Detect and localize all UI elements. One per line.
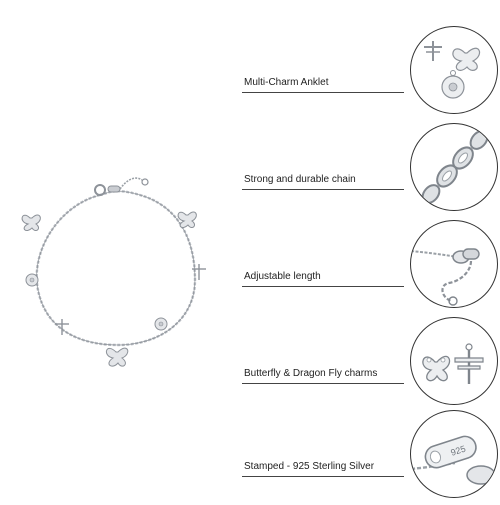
feature-label: Butterfly & Dragon Fly charms	[244, 368, 378, 379]
feature-label: Strong and durable chain	[244, 174, 356, 185]
product-image-anklet	[0, 0, 240, 500]
charm-butterfly-bottom	[105, 347, 129, 367]
charm-dragonfly-bottom-left	[55, 319, 69, 335]
stamp-text: 925	[449, 444, 466, 458]
feature-sterling-stamp: Stamped - 925 Sterling Silver 925	[240, 404, 500, 500]
feature-adjustable-length: Adjustable length	[240, 214, 500, 310]
feature-butterfly-dragonfly: Butterfly & Dragon Fly charms	[240, 311, 500, 407]
clasp-closeup-icon	[410, 220, 498, 308]
charm-flower-left	[25, 273, 39, 287]
feature-multi-charm: Multi-Charm Anklet	[240, 20, 500, 116]
charm-butterfly-left	[21, 214, 41, 231]
chain-closeup-icon	[410, 123, 498, 211]
anklet-illustration	[21, 177, 206, 367]
charm-flower-bottom-right	[154, 317, 168, 331]
clasp	[94, 177, 149, 196]
callout-line	[242, 286, 404, 287]
butterfly-dragonfly-icon	[410, 317, 498, 405]
feature-label: Adjustable length	[244, 271, 321, 282]
callout-line	[242, 383, 404, 384]
feature-label: Stamped - 925 Sterling Silver	[244, 461, 375, 472]
charm-dragonfly-right	[192, 264, 206, 280]
charms-closeup-icon	[410, 26, 498, 114]
callout-line	[242, 476, 404, 477]
callout-line	[242, 189, 404, 190]
feature-label: Multi-Charm Anklet	[244, 77, 329, 88]
feature-durable-chain: Strong and durable chain	[240, 117, 500, 213]
stamp-tag-icon: 925	[410, 410, 498, 498]
callout-line	[242, 92, 404, 93]
anklet-chain	[35, 190, 197, 347]
charm-butterfly-right	[177, 211, 197, 228]
